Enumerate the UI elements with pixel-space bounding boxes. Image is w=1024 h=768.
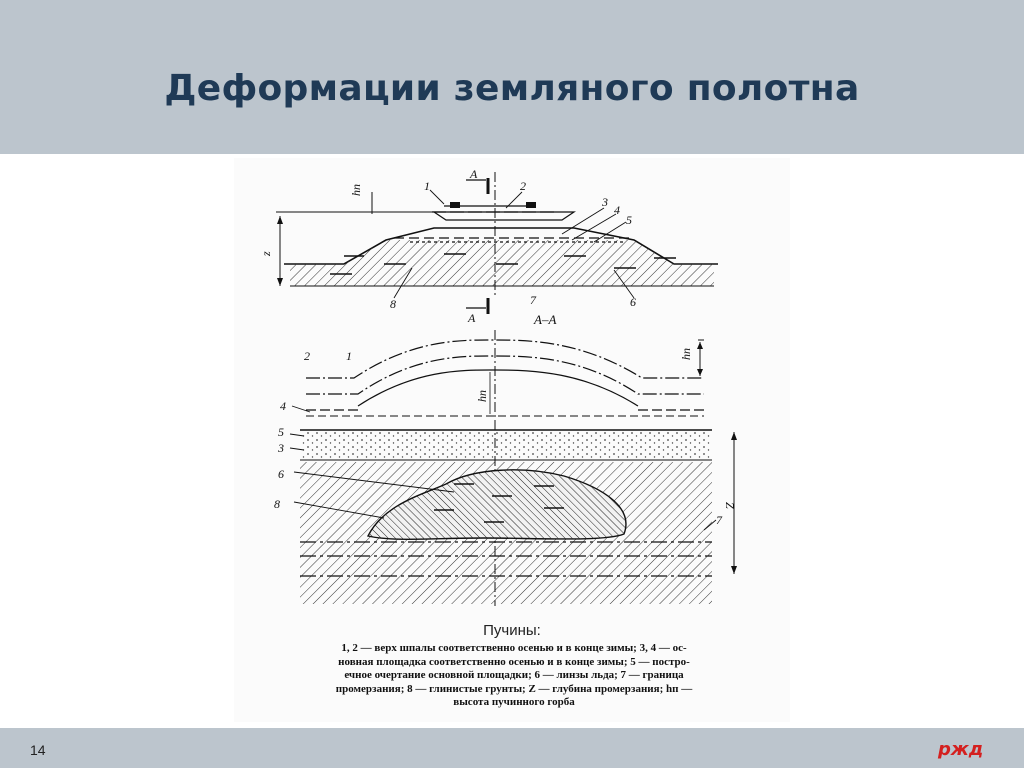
embankment-cross-section: [276, 172, 718, 314]
logo-text: ржд: [937, 739, 983, 760]
label-1-section: 1: [346, 349, 352, 363]
label-5-section: 5: [278, 425, 284, 439]
rzd-logo-icon: ржд: [937, 739, 983, 760]
label-3-section: 3: [277, 441, 284, 455]
legend-line: промерзания; 8 — глинистые грунты; Z — г…: [335, 682, 693, 695]
label-6-top: 6: [630, 295, 636, 309]
legend-line: 1, 2 — верх шпалы соответственно осенью …: [341, 642, 687, 654]
z-top-label: z: [259, 251, 273, 257]
label-6-section: 6: [278, 467, 284, 481]
legend-line: новная площадка соответственно осенью и …: [338, 655, 690, 668]
label-5-top: 5: [626, 213, 632, 227]
figure-caption-title: Пучины:: [483, 622, 541, 639]
label-8-top: 8: [390, 297, 396, 311]
slide-title: Деформации земляного полотна: [164, 68, 860, 109]
frost-heave-diagram: А А А–А hп z 1 2 3 4 5 8 7 6: [259, 167, 737, 606]
section-mark-top: А: [469, 167, 478, 181]
hn-right-label: hп: [679, 348, 693, 360]
legend-line: высота пучинного горба: [453, 696, 575, 708]
hn-mid-label: hп: [475, 390, 489, 402]
label-1-top: 1: [424, 179, 430, 193]
label-8-section: 8: [274, 497, 280, 511]
footer-band: [0, 728, 1024, 768]
label-4-section: 4: [280, 399, 286, 413]
label-7-top: 7: [530, 293, 537, 307]
frost-heave-figure: А А А–А hп z 1 2 3 4 5 8 7 6: [234, 158, 790, 722]
figure-legend: 1, 2 — верх шпалы соответственно осенью …: [250, 642, 778, 710]
label-7-section: 7: [716, 513, 723, 527]
z-right-label: Z: [723, 502, 737, 509]
hn-top-label: hп: [349, 184, 363, 196]
legend-line: ечное очертание основной площадки; 6 — л…: [344, 669, 684, 681]
section-mark-bottom: А: [467, 311, 476, 325]
section-name: А–А: [533, 312, 556, 327]
label-2-top: 2: [520, 179, 526, 193]
longitudinal-section: [289, 330, 737, 606]
label-3-top: 3: [601, 195, 608, 209]
label-4-top: 4: [614, 203, 620, 217]
page-number: 14: [30, 742, 46, 758]
header-band: [0, 0, 1024, 154]
label-2-section: 2: [304, 349, 310, 363]
